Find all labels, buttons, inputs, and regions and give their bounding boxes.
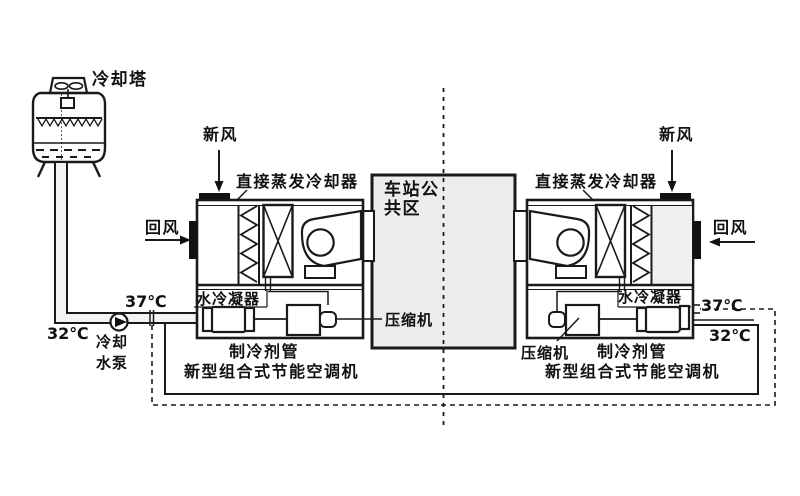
right-refrigerant-pipe-label: 制冷剂管	[597, 342, 668, 361]
left-unit	[145, 150, 382, 340]
right-condenser-label: 水冷凝器	[618, 288, 683, 306]
right-return-air-arrow	[709, 237, 755, 247]
left-fresh-air-damper	[199, 193, 230, 199]
pump-label-line2: 水泵	[96, 354, 129, 372]
right-return-temp-label: 37℃	[701, 296, 743, 315]
left-return-air-arrow	[145, 235, 191, 245]
cooling-tower-label: 冷却塔	[92, 70, 148, 90]
right-fan-icon	[528, 209, 591, 279]
left-condenser-icon	[194, 290, 268, 334]
right-fresh-air-arrow	[667, 150, 677, 192]
left-return-air-damper	[189, 221, 197, 259]
right-evap-cooler-label: 直接蒸发冷却器	[535, 172, 658, 191]
right-filter-icon	[630, 205, 653, 284]
right-return-air-damper	[693, 221, 701, 259]
left-evap-cooler-label: 直接蒸发冷却器	[236, 172, 359, 191]
left-compressor-icon	[285, 303, 337, 337]
left-supply-temp-label: 32℃	[47, 324, 89, 343]
station-area-label-line2: 共区	[384, 199, 421, 219]
cooling-tower-icon	[31, 76, 107, 178]
left-refrigerant-pipe-line	[254, 277, 382, 320]
right-supply-temp-label: 32℃	[709, 326, 751, 345]
left-compressor-label: 压缩机	[385, 311, 434, 329]
left-evap-cooler-leader-line	[235, 189, 248, 202]
pump-label: 冷却 水泵	[96, 332, 128, 374]
right-evap-cooler-leader-line	[582, 189, 595, 202]
left-condenser-label: 水冷凝器	[196, 290, 261, 308]
right-unit	[525, 150, 755, 342]
right-compressor-label: 压缩机	[521, 344, 570, 362]
supply-water-line	[164, 319, 759, 395]
left-refrigerant-pipe-label: 制冷剂管	[229, 342, 300, 361]
station-public-area-box	[370, 173, 517, 350]
station-area-label-line1: 车站公	[384, 180, 440, 200]
left-return-temp-label: 37℃	[125, 292, 167, 311]
right-fresh-air-damper	[660, 193, 691, 199]
left-evaporative-cooler-icon	[262, 203, 294, 279]
left-unit-name-label: 新型组合式节能空调机	[184, 362, 360, 381]
left-fresh-air-label: 新风	[203, 125, 239, 144]
left-return-air-label: 回风	[145, 218, 181, 237]
pump-icon	[109, 312, 129, 332]
station-area-label: 车站公 共区	[384, 181, 440, 219]
right-refrigerant-pipe-line	[556, 277, 637, 320]
left-fan-icon	[300, 209, 363, 279]
left-fresh-air-arrow	[214, 150, 224, 192]
right-evaporative-cooler-icon	[594, 203, 627, 279]
cooling-water-pipe	[54, 163, 203, 326]
right-fresh-air-label: 新风	[659, 125, 695, 144]
pump-label-line1: 冷却	[96, 333, 129, 351]
left-filter-icon	[237, 205, 260, 284]
right-return-air-label: 回风	[713, 218, 749, 237]
right-unit-name-label: 新型组合式节能空调机	[545, 362, 721, 381]
right-compressor-icon	[548, 303, 601, 342]
